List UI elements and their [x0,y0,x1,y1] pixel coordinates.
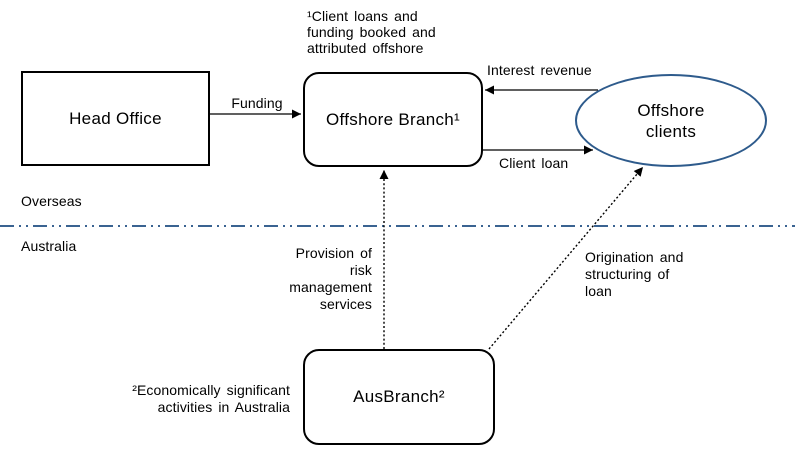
footnote-economically-significant: ²Economically significant activities in … [132,382,290,415]
head-office-node: Head Office [21,71,210,166]
origination-structuring-label: Origination and structuring of loan [585,249,684,299]
offshore-clients-label: Offshore clients [637,100,705,141]
offshore-clients-node: Offshore clients [575,74,767,167]
funding-flow-label: Funding [231,95,283,111]
footnote-client-loans: ¹Client loans and funding booked and att… [307,8,436,56]
australia-region-label: Australia [21,238,77,254]
client-loan-flow-label: Client loan [499,155,569,171]
aus-branch-label: AusBranch² [353,387,445,406]
provision-risk-services-label: Provision of risk management services [289,245,372,312]
overseas-region-label: Overseas [21,193,82,209]
head-office-label: Head Office [69,108,162,128]
aus-branch-node: AusBranch² [303,349,495,445]
offshore-branch-label: Offshore Branch¹ [326,109,460,129]
interest-revenue-flow-label: Interest revenue [487,62,592,78]
offshore-branch-node: Offshore Branch¹ [303,72,483,167]
